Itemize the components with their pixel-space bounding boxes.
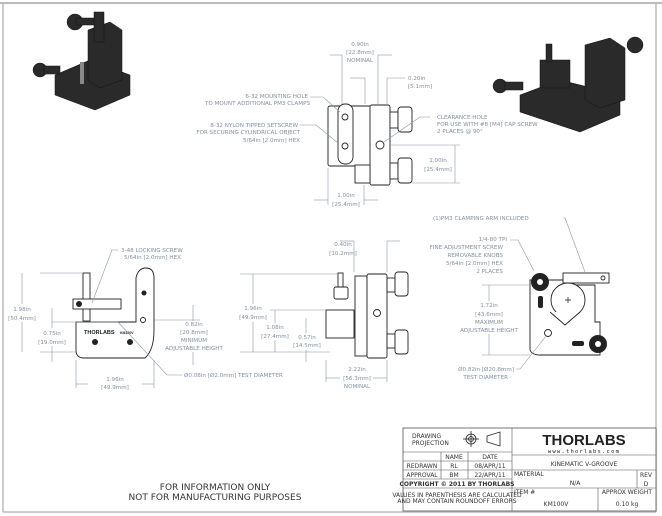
svg-text:TO MOUNT ADDITIONAL PM3 CLAMPS: TO MOUNT ADDITIONAL PM3 CLAMPS bbox=[204, 101, 310, 107]
side-view-labels: 0.40in [10.2mm] 1.96in [49.9mm] 1.08in [… bbox=[237, 242, 371, 390]
svg-text:NOMINAL: NOMINAL bbox=[344, 384, 371, 390]
svg-text:VALUES IN PARENTHESIS ARE CALC: VALUES IN PARENTHESIS ARE CALCULATED bbox=[392, 492, 522, 499]
svg-text:NAME: NAME bbox=[445, 454, 463, 461]
left-view: THORLABS KM100V bbox=[21, 249, 200, 388]
thorlabs-logo: THORLABS bbox=[542, 432, 625, 449]
svg-text:0.10 kg: 0.10 kg bbox=[616, 501, 639, 508]
svg-text:[49.9mm]: [49.9mm] bbox=[239, 315, 267, 321]
svg-text:MATERIAL: MATERIAL bbox=[514, 471, 544, 478]
svg-text:2.22in: 2.22in bbox=[348, 367, 366, 373]
svg-text:[49.9mm]: [49.9mm] bbox=[101, 385, 129, 391]
svg-text:FOR USE WITH #8 [M4] CAP SCREW: FOR USE WITH #8 [M4] CAP SCREW bbox=[437, 122, 538, 128]
svg-text:[22.8mm]: [22.8mm] bbox=[346, 50, 374, 56]
svg-text:[56.3mm]: [56.3mm] bbox=[343, 376, 371, 382]
svg-text:CLEARANCE HOLE: CLEARANCE HOLE bbox=[437, 115, 488, 121]
disclaimer: FOR INFORMATION ONLY NOT FOR MANUFACTURI… bbox=[129, 483, 302, 503]
svg-text:[25.4mm]: [25.4mm] bbox=[424, 167, 452, 173]
svg-text:0.40in: 0.40in bbox=[334, 242, 352, 248]
svg-text:www.thorlabs.com: www.thorlabs.com bbox=[548, 449, 620, 455]
isometric-render-left bbox=[32, 11, 131, 111]
svg-text:[19.0mm]: [19.0mm] bbox=[38, 340, 66, 346]
svg-text:APPROX WEIGHT: APPROX WEIGHT bbox=[602, 489, 653, 496]
svg-text:FOR SECURING CYLINDRICAL OBJEC: FOR SECURING CYLINDRICAL OBJECT bbox=[196, 130, 300, 136]
svg-text:(1)PM3 CLAMPING ARM INCLUDED: (1)PM3 CLAMPING ARM INCLUDED bbox=[433, 216, 529, 222]
svg-text:KM100V: KM100V bbox=[544, 501, 570, 508]
svg-text:[20.8mm]: [20.8mm] bbox=[180, 330, 208, 336]
svg-text:REDRAWN: REDRAWN bbox=[407, 463, 438, 470]
svg-text:PROJECTION: PROJECTION bbox=[412, 440, 449, 447]
svg-text:0.20in: 0.20in bbox=[408, 76, 426, 82]
svg-text:1.08in: 1.08in bbox=[266, 325, 284, 331]
svg-text:08/APR/11: 08/APR/11 bbox=[474, 463, 505, 470]
svg-text:1.00in: 1.00in bbox=[429, 158, 447, 164]
svg-text:1.72in: 1.72in bbox=[480, 303, 498, 309]
model-mark: KM100V bbox=[120, 331, 134, 335]
front-view-labels: 0.90in [22.8mm] NOMINAL 0.20in [5.1mm] 6… bbox=[196, 42, 538, 208]
svg-text:[43.6mm]: [43.6mm] bbox=[475, 312, 503, 318]
svg-text:ADJUSTABLE HEIGHT: ADJUSTABLE HEIGHT bbox=[460, 328, 518, 334]
svg-text:KINEMATIC V-GROOVE: KINEMATIC V-GROOVE bbox=[551, 461, 618, 468]
svg-text:[10.2mm]: [10.2mm] bbox=[329, 251, 357, 257]
svg-text:5/64in [2.0mm] HEX: 5/64in [2.0mm] HEX bbox=[243, 138, 300, 144]
svg-text:FOR INFORMATION ONLY: FOR INFORMATION ONLY bbox=[160, 483, 271, 493]
svg-text:3-48 LOCKING SCREW: 3-48 LOCKING SCREW bbox=[121, 248, 183, 254]
isometric-render-right bbox=[492, 36, 644, 133]
svg-text:D: D bbox=[644, 481, 649, 488]
svg-text:1.96in: 1.96in bbox=[244, 306, 262, 312]
svg-text:ADJUSTABLE HEIGHT: ADJUSTABLE HEIGHT bbox=[165, 346, 223, 352]
svg-text:NOT FOR MANUFACTURING PURPOSES: NOT FOR MANUFACTURING PURPOSES bbox=[129, 493, 302, 503]
svg-text:[27.4mm]: [27.4mm] bbox=[261, 334, 289, 340]
svg-text:0.90in: 0.90in bbox=[351, 42, 369, 48]
right-view-labels: (1)PM3 CLAMPING ARM INCLUDED 1/4-80 TPI … bbox=[430, 216, 529, 381]
svg-text:1/4-80 TPI: 1/4-80 TPI bbox=[479, 237, 508, 243]
svg-text:1.98in: 1.98in bbox=[13, 307, 31, 313]
svg-text:5/64in [2.0mm] HEX: 5/64in [2.0mm] HEX bbox=[446, 261, 503, 267]
svg-text:5/64in [2.0mm] HEX: 5/64in [2.0mm] HEX bbox=[124, 255, 181, 261]
svg-text:N/A: N/A bbox=[570, 480, 582, 487]
svg-text:AND MAY CONTAIN ROUNDOFF ERROR: AND MAY CONTAIN ROUNDOFF ERRORS bbox=[397, 498, 516, 505]
svg-text:APPROVAL: APPROVAL bbox=[406, 472, 438, 479]
svg-text:DRAWING: DRAWING bbox=[412, 433, 442, 440]
svg-text:BM: BM bbox=[449, 472, 458, 479]
svg-text:2 PLACES @ 90°: 2 PLACES @ 90° bbox=[437, 129, 483, 135]
side-view bbox=[240, 240, 409, 382]
left-view-labels: 3-48 LOCKING SCREW 5/64in [2.0mm] HEX 1.… bbox=[6, 248, 283, 391]
svg-text:0.57in: 0.57in bbox=[298, 335, 316, 341]
svg-text:1.96in: 1.96in bbox=[106, 377, 124, 383]
svg-text:REMOVABLE KNOBS: REMOVABLE KNOBS bbox=[447, 253, 503, 259]
projection-symbol-icon bbox=[463, 431, 501, 447]
svg-text:1.00in: 1.00in bbox=[337, 193, 355, 199]
svg-text:[5.1mm]: [5.1mm] bbox=[408, 84, 432, 90]
svg-text:8-32 NYLON TIPPED SETSCREW: 8-32 NYLON TIPPED SETSCREW bbox=[210, 123, 298, 129]
svg-text:MAXIMUM: MAXIMUM bbox=[475, 320, 503, 326]
svg-text:2 PLACES: 2 PLACES bbox=[476, 269, 503, 275]
svg-text:DATE: DATE bbox=[482, 454, 498, 461]
svg-text:TEST DIAMETER: TEST DIAMETER bbox=[462, 375, 508, 381]
svg-text:Ø0.82in [Ø20.8mm]: Ø0.82in [Ø20.8mm] bbox=[458, 366, 514, 373]
svg-text:NOMINAL: NOMINAL bbox=[347, 58, 374, 64]
svg-text:[50.4mm]: [50.4mm] bbox=[8, 316, 36, 322]
svg-text:RL: RL bbox=[450, 463, 458, 470]
svg-text:REV: REV bbox=[640, 472, 653, 479]
brand-mark: THORLABS bbox=[84, 330, 115, 336]
svg-text:[25.4mm]: [25.4mm] bbox=[332, 202, 360, 208]
svg-text:22/APR/11: 22/APR/11 bbox=[474, 472, 505, 479]
title-block: DRAWING PROJECTION NAME DATE REDRAWN RL … bbox=[392, 427, 657, 512]
svg-text:COPYRIGHT © 2011 BY THORLABS: COPYRIGHT © 2011 BY THORLABS bbox=[400, 481, 515, 488]
svg-text:Ø0.08in [Ø2.0mm] TEST DIAMETER: Ø0.08in [Ø2.0mm] TEST DIAMETER bbox=[184, 372, 283, 379]
svg-text:MINIMUM: MINIMUM bbox=[181, 338, 207, 344]
svg-text:FINE ADJUSTMENT SCREW: FINE ADJUSTMENT SCREW bbox=[430, 245, 504, 251]
front-view bbox=[300, 54, 460, 205]
svg-text:ITEM #: ITEM # bbox=[514, 489, 535, 496]
svg-text:[14.5mm]: [14.5mm] bbox=[293, 343, 321, 349]
svg-text:6-32 MOUNTING HOLE: 6-32 MOUNTING HOLE bbox=[245, 94, 308, 100]
svg-text:0.75in: 0.75in bbox=[43, 331, 61, 337]
right-view bbox=[482, 217, 610, 370]
svg-text:0.82in: 0.82in bbox=[185, 322, 203, 328]
